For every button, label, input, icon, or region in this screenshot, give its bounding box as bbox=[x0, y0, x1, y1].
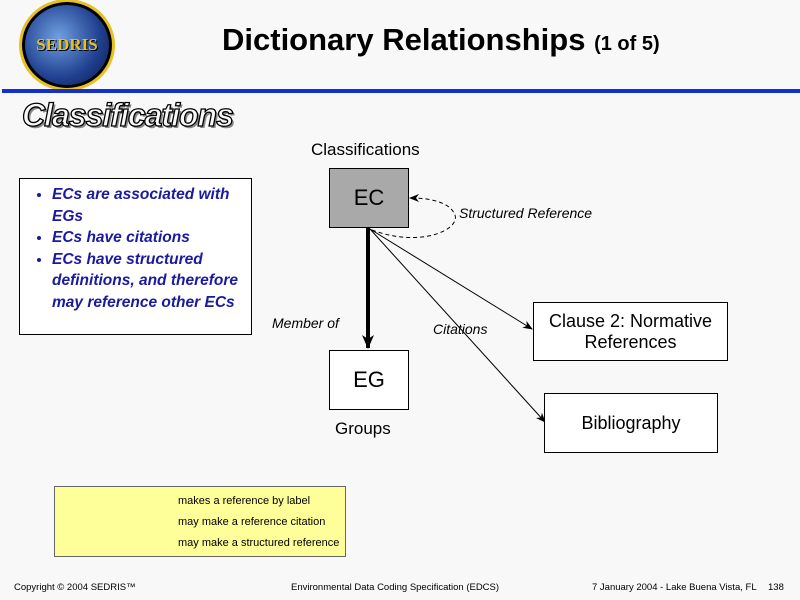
eg-caption: Groups bbox=[335, 419, 391, 438]
bullet-item: ECs have structured definitions, and the… bbox=[52, 249, 251, 314]
clause-box: Clause 2: Normative References bbox=[533, 302, 728, 361]
footer-date-place: 7 January 2004 - Lake Buena Vista, FL bbox=[592, 582, 757, 593]
structured-reference-arrow bbox=[371, 194, 456, 238]
legend-label: may make a reference citation bbox=[178, 516, 326, 528]
bullet-item: ECs have citations bbox=[52, 227, 251, 249]
header-rule bbox=[2, 89, 800, 93]
ec-box: EC bbox=[329, 168, 409, 228]
legend-label: may make a structured reference bbox=[178, 537, 340, 549]
bullet-box: ECs are associated with EGs ECs have cit… bbox=[19, 178, 252, 335]
citations-label: Citations bbox=[433, 321, 488, 337]
eg-box: EG bbox=[329, 350, 409, 410]
bullet-item: ECs are associated with EGs bbox=[52, 184, 251, 227]
logo-text: SEDRIS bbox=[36, 35, 98, 54]
legend: makes a reference by label may make a re… bbox=[54, 486, 346, 557]
page-number: 138 bbox=[768, 582, 784, 593]
member-of-label: Member of bbox=[272, 315, 339, 331]
footer-spec: Environmental Data Coding Specification … bbox=[291, 582, 500, 593]
title-text: Dictionary Relationships bbox=[222, 22, 586, 57]
ec-caption: Classifications bbox=[311, 140, 420, 159]
legend-label: makes a reference by label bbox=[178, 495, 311, 507]
section-title: Classifications bbox=[21, 96, 234, 133]
citation-arrow-bibliography bbox=[369, 228, 546, 423]
bibliography-box: Bibliography bbox=[544, 393, 718, 453]
footer-copyright: Copyright © 2004 SEDRIS™ bbox=[14, 582, 136, 593]
slide-title: Dictionary Relationships (1 of 5) bbox=[222, 22, 660, 58]
sedris-logo: SEDRIS bbox=[22, 2, 112, 88]
structured-reference-label: Structured Reference bbox=[459, 205, 593, 221]
citation-arrow-clause bbox=[369, 228, 533, 330]
title-sub: (1 of 5) bbox=[594, 33, 660, 55]
